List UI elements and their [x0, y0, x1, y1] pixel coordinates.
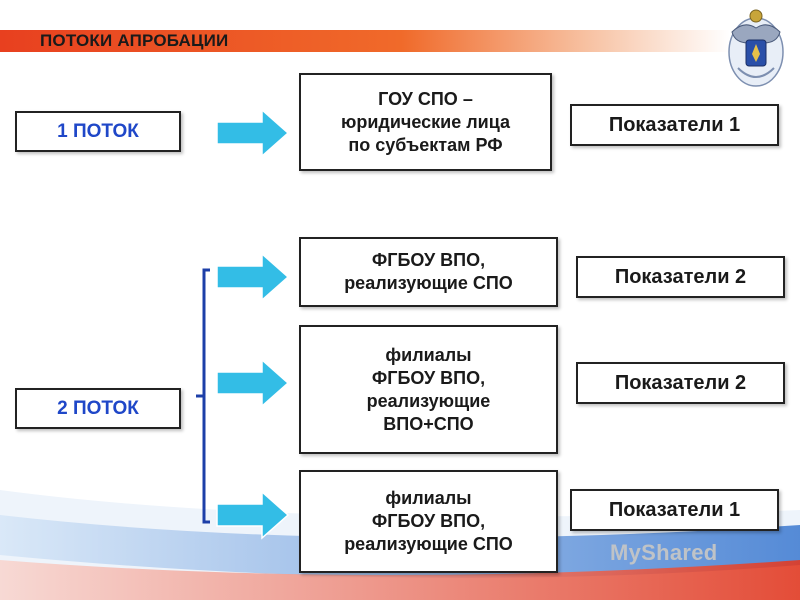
indicator-label: Показатели 1: [608, 113, 741, 136]
page-title: ПОТОКИ АПРОБАЦИИ: [40, 31, 229, 50]
stream-2-box: 2 ПОТОК: [15, 388, 181, 429]
indicator-box-4: Показатели 1: [570, 489, 779, 531]
stream-1-label: 1 ПОТОК: [57, 120, 139, 142]
stream-2-label: 2 ПОТОК: [57, 397, 139, 419]
stream-1-box: 1 ПОТОК: [15, 111, 181, 152]
indicator-box-1: Показатели 1: [570, 104, 779, 146]
indicator-label: Показатели 2: [614, 371, 747, 394]
arrow-right-icon: [216, 252, 290, 302]
institution-label: ГОУ СПО – юридические лица по субъектам …: [340, 88, 511, 155]
institution-label: филиалы ФГБОУ ВПО, реализующие СПО: [344, 488, 513, 554]
indicator-box-2: Показатели 2: [576, 256, 785, 298]
arrow-right-icon: [216, 108, 290, 158]
arrow-right-icon: [216, 490, 290, 540]
title-band: [0, 30, 730, 52]
institution-label: ФГБОУ ВПО, реализующие СПО: [344, 250, 513, 293]
indicator-box-3: Показатели 2: [576, 362, 785, 404]
institution-box-1: ГОУ СПО – юридические лица по субъектам …: [299, 73, 552, 171]
institution-box-4: филиалы ФГБОУ ВПО, реализующие СПО: [299, 470, 558, 573]
indicator-label: Показатели 2: [614, 265, 747, 288]
stream-2-bracket: [196, 268, 210, 524]
institution-box-2: ФГБОУ ВПО, реализующие СПО: [299, 237, 558, 307]
institution-box-3: филиалы ФГБОУ ВПО, реализующие ВПО+СПО: [299, 325, 558, 454]
watermark: MyShared: [610, 540, 718, 565]
institution-label: филиалы ФГБОУ ВПО, реализующие ВПО+СПО: [366, 344, 491, 434]
indicator-label: Показатели 1: [608, 498, 741, 521]
emblem-icon: [728, 9, 784, 87]
arrow-right-icon: [216, 358, 290, 408]
